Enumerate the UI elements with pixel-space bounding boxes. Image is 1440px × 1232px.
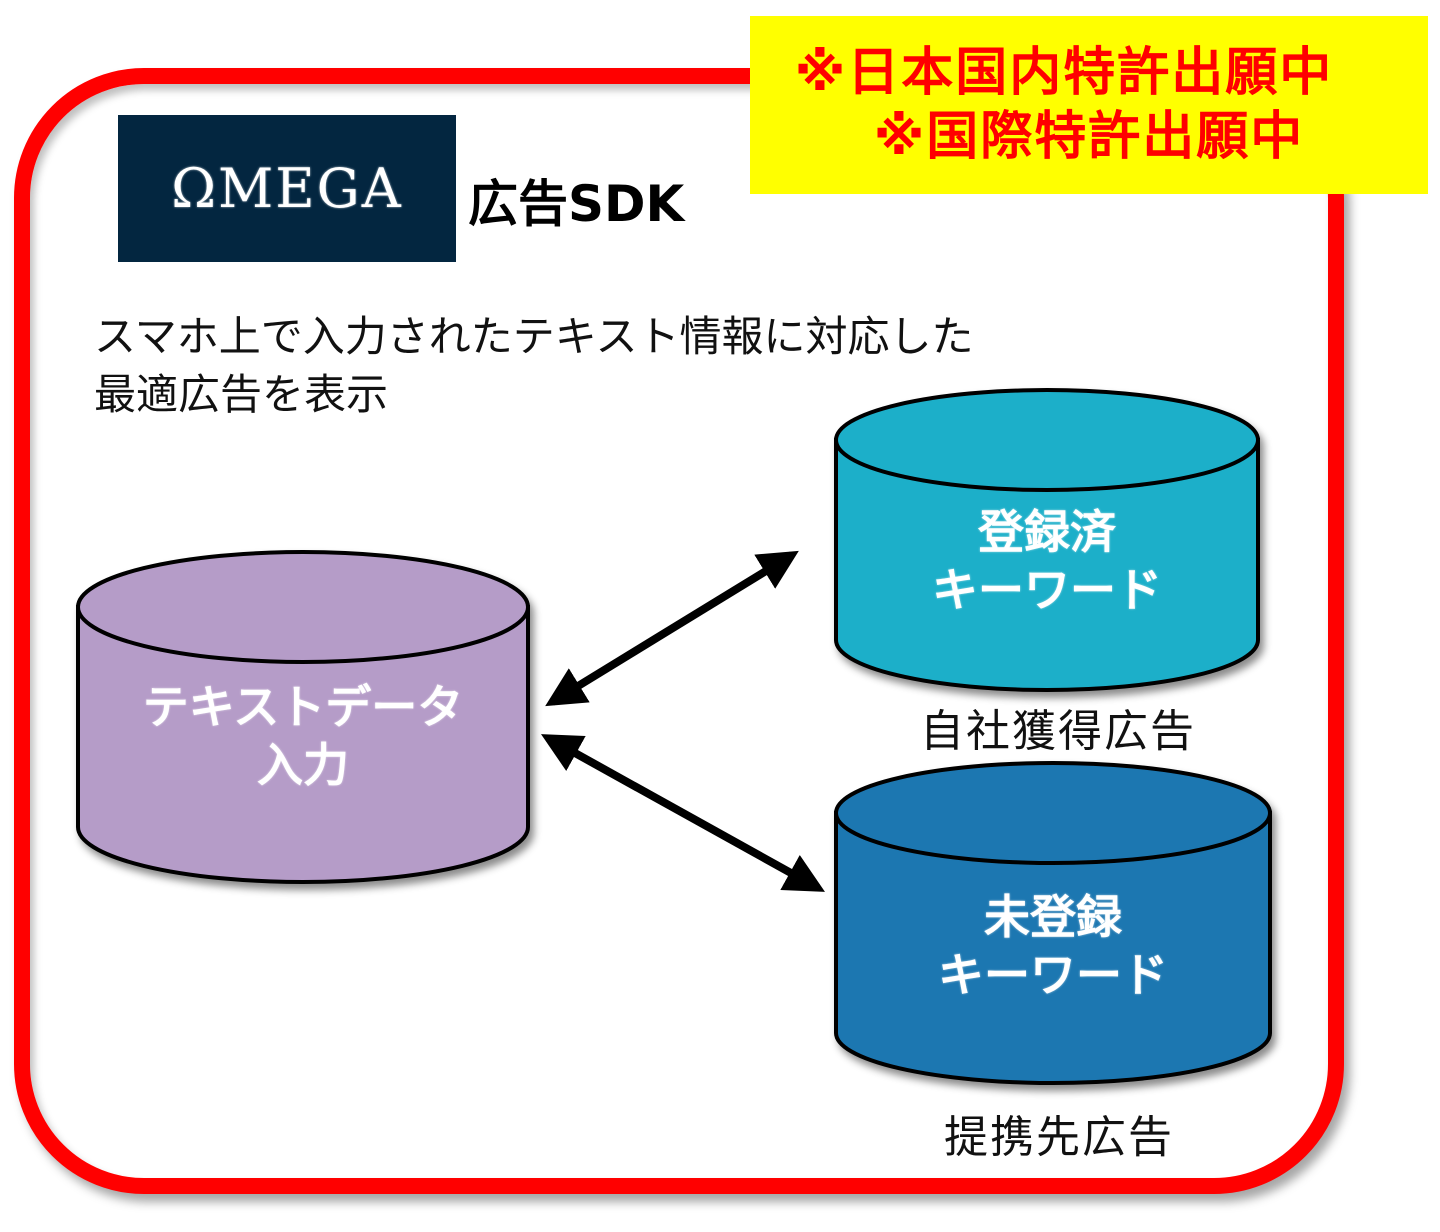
unregistered-keywords-label-line-1: 未登録: [984, 890, 1122, 944]
cylinder-registered-keywords-body: [834, 438, 1260, 692]
unregistered-keywords-label-line-2: キーワード: [938, 948, 1168, 1002]
registered-keywords-label-line-1: 登録済: [978, 505, 1116, 559]
patent-notice-domestic: ※日本国内特許出願中: [794, 43, 1334, 103]
cylinder-unregistered-keywords-top: [834, 761, 1272, 865]
patent-notice-international: ※国際特許出願中: [873, 107, 1305, 167]
text-input-label-line-1: テキストデータ: [142, 680, 464, 734]
patent-notice: ※日本国内特許出願中 ※国際特許出願中: [750, 16, 1428, 194]
cylinder-unregistered-keywords-body: [834, 811, 1272, 1085]
cylinder-text-input-top: [76, 550, 530, 664]
bidirectional-arrow-to-registered: [545, 550, 799, 707]
description-line-2: 最適広告を表示: [94, 370, 389, 419]
product-label: 広告SDK: [468, 175, 685, 233]
text-input-label: テキストデータ 入力: [78, 678, 528, 794]
own-ads-caption: 自社獲得広告: [920, 706, 1196, 757]
cylinder-unregistered-keywords: [834, 761, 1272, 1085]
text-input-label-line-2: 入力: [257, 738, 349, 792]
registered-keywords-label-line-2: キーワード: [932, 563, 1162, 617]
unregistered-keywords-label: 未登録 キーワード: [836, 888, 1270, 1004]
cylinder-registered-keywords-top: [834, 388, 1260, 492]
logo-text: ΩMEGA: [171, 157, 403, 220]
omega-logo: ΩMEGA: [118, 115, 456, 262]
registered-keywords-label: 登録済 キーワード: [836, 503, 1258, 619]
cylinder-text-input-body: [76, 605, 530, 884]
bidirectional-arrow-to-unregistered: [541, 734, 825, 892]
partner-ads-caption: 提携先広告: [944, 1112, 1174, 1163]
cylinder-text-input: [76, 550, 530, 884]
cylinder-registered-keywords: [834, 388, 1260, 692]
description-line-1: スマホ上で入力されたテキスト情報に対応した: [94, 312, 974, 361]
description: スマホ上で入力されたテキスト情報に対応した 最適広告を表示: [94, 308, 973, 424]
